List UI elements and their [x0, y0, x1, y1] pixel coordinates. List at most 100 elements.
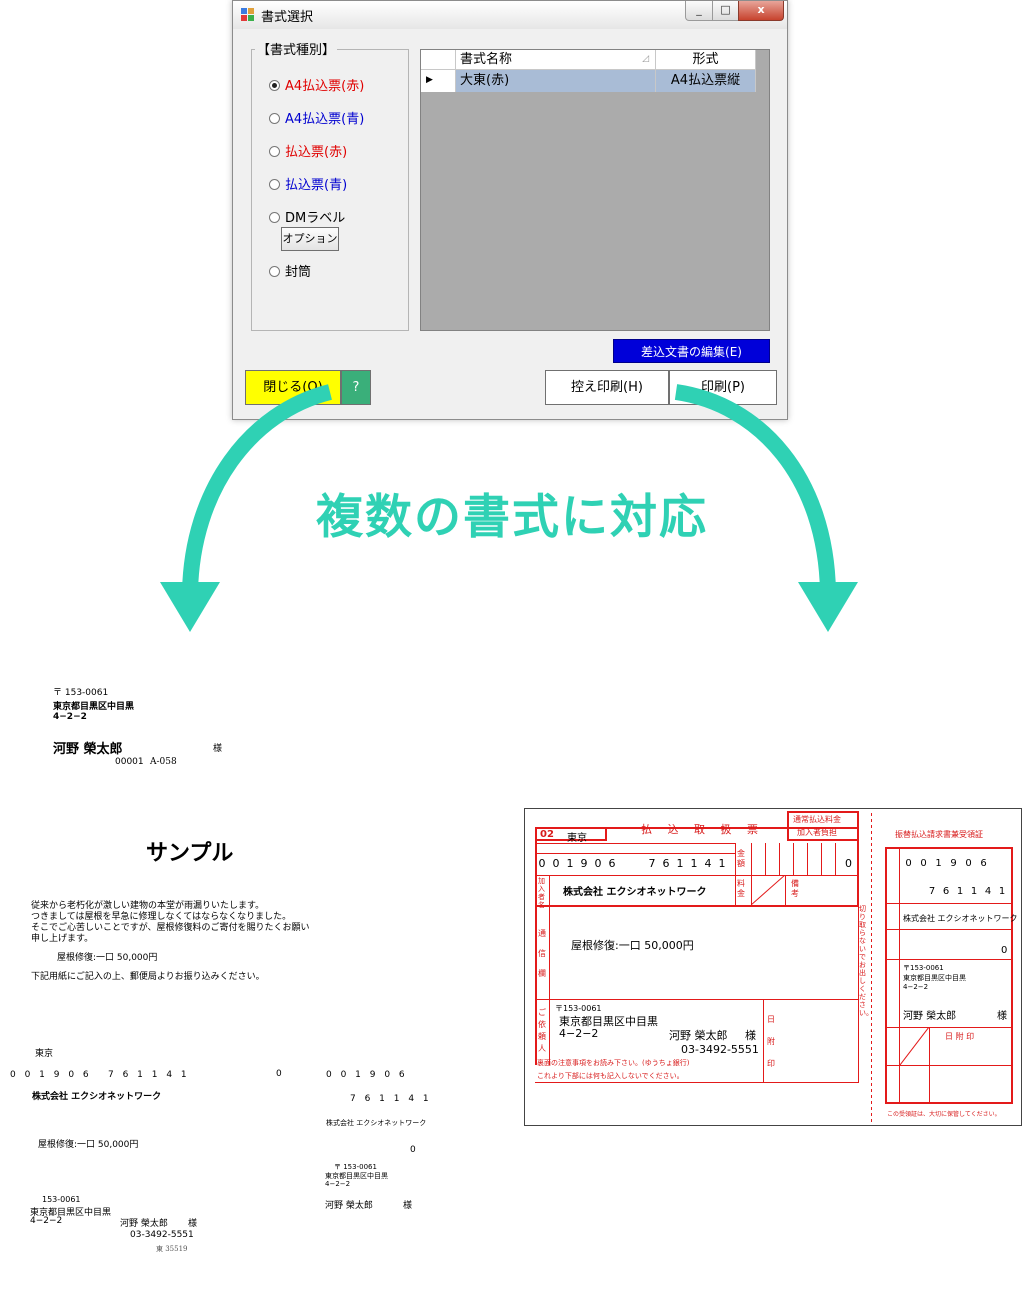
banner-text: 複数の書式に対応: [316, 490, 708, 545]
letter-address1: 東京都目黒区中目黒: [53, 702, 135, 712]
slip-note1: 裏面の注意事項をお読み下さい。(ゆうちょ銀行): [537, 1059, 690, 1067]
maximize-button[interactable]: □: [712, 1, 739, 21]
edit-merge-doc-button[interactable]: 差込文書の編集(E): [613, 339, 770, 363]
letter-r-company: 株式会社 エクシオネットワーク: [326, 1119, 427, 1127]
receipt-title: 振替払込請求書兼受領証: [895, 830, 983, 839]
receipt-postal: 〒153-0061: [903, 964, 944, 972]
slip-place: 東京: [567, 833, 587, 844]
letter-postal-b: 153-0061: [42, 1195, 81, 1204]
slip-address1: 東京都目黒区中目黒: [559, 1015, 658, 1028]
letter-r-honorific: 様: [403, 1201, 413, 1211]
radio-label: 払込票(赤): [285, 145, 348, 160]
letter-account1: 0 0 1 9 0 6: [10, 1070, 92, 1080]
grid-header-label: 書式名称: [460, 52, 513, 67]
letter-r-name: 河野 榮太郎: [325, 1201, 373, 1211]
format-type-group-label: 【書式種別】: [255, 39, 338, 58]
slip-number: 02: [540, 829, 554, 840]
grid-header-name[interactable]: 書式名称 ◿: [456, 50, 656, 70]
letter-postal: 〒 153-0061: [53, 688, 109, 698]
receipt-address2: 4−2−2: [903, 983, 929, 991]
receipt-fee-slash-icon: [900, 1027, 929, 1065]
radio-label: 封筒: [285, 265, 312, 280]
slip-label-kingaku: 金額: [737, 849, 745, 868]
radio-blue[interactable]: 払込票(青): [269, 174, 347, 193]
letter-slip-place: 東京: [35, 1049, 54, 1059]
slip-label-irainin: ご依頼人: [538, 1008, 546, 1053]
radio-dot[interactable]: [269, 179, 280, 190]
radio-label: DMラベル: [285, 211, 346, 226]
receipt-address1: 東京都目黒区中目黒: [903, 974, 966, 982]
radio-dot[interactable]: [269, 146, 280, 157]
slip-side-note: 切り取らないでお出しください。: [859, 905, 873, 1017]
close-window-button[interactable]: x: [738, 1, 784, 21]
left-arrow-icon: [182, 384, 333, 593]
receipt-amount: 0: [1001, 945, 1008, 956]
letter-amount: 0: [276, 1069, 282, 1079]
letter-r-postal: 〒 153-0061: [334, 1163, 377, 1171]
slip-phone: 03-3492-5551: [681, 1043, 759, 1056]
letter-company: 株式会社 エクシオネットワーク: [32, 1092, 162, 1102]
radio-dot[interactable]: [269, 212, 280, 223]
title-bar[interactable]: 書式選択 _ □ x: [233, 1, 787, 29]
minimize-button[interactable]: _: [685, 1, 713, 21]
letter-r-address1: 東京都目黒区中目黒: [325, 1172, 388, 1180]
radio-dm-label[interactable]: DMラベル: [269, 207, 345, 226]
receipt-honorific: 様: [997, 1011, 1007, 1022]
slip-postal: 〒153-0061: [555, 1004, 602, 1013]
grid-cell-format[interactable]: A4払込票縦: [656, 70, 756, 92]
slip-label-biko: 備考: [791, 879, 799, 898]
letter-address-b1: 東京都目黒区中目黒: [30, 1208, 112, 1218]
slip-address2: 4−2−2: [559, 1027, 599, 1040]
radio-envelope[interactable]: 封筒: [269, 261, 311, 280]
letter-name: 河野 榮太郎: [53, 742, 123, 757]
letter-instruction: 下記用紙にご記入の上、郵便局よりお振り込みください。: [31, 972, 265, 982]
grid-cell-name[interactable]: 大東(赤): [456, 70, 656, 92]
copy-print-button[interactable]: 控え印刷(H): [545, 370, 669, 405]
slip-fee-note2: 加入者負担: [797, 828, 837, 837]
slip-purpose: 屋根修復:一口 50,000円: [571, 939, 694, 952]
radio-dot[interactable]: [269, 80, 280, 91]
slip-label-ryokin: 料金: [737, 879, 745, 898]
grid-header-format[interactable]: 形式: [656, 50, 756, 70]
radio-dot[interactable]: [269, 266, 280, 277]
radio-red[interactable]: 払込票(赤): [269, 141, 347, 160]
letter-body-1: 従来から老朽化が激しい建物の本堂が雨漏りいたします。: [31, 901, 265, 911]
sample-title: サンプル: [146, 841, 234, 866]
letter-sample: 〒 153-0061 東京都目黒区中目黒 4−2−2 河野 榮太郎 様 0000…: [0, 680, 440, 1280]
letter-account2: 7 6 1 1 4 1: [108, 1070, 190, 1080]
radio-a4-blue[interactable]: A4払込票(青): [269, 108, 364, 127]
help-button[interactable]: ?: [341, 370, 371, 405]
slip-name: 河野 榮太郎: [669, 1029, 728, 1042]
app-icon: [241, 8, 255, 22]
radio-label: A4払込票(青): [285, 112, 365, 127]
letter-body-2: つきましては屋根を早急に修理しなくてはならなくなりました。: [31, 912, 292, 922]
letter-body-4: 申し上げます。: [31, 934, 94, 944]
letter-code2: A-058: [150, 757, 177, 767]
radio-label: A4払込票(赤): [285, 79, 365, 94]
radio-dot[interactable]: [269, 113, 280, 124]
letter-footer: 東 35519: [156, 1245, 188, 1253]
letter-address2: 4−2−2: [53, 712, 87, 722]
radio-a4-red[interactable]: A4払込票(赤): [269, 75, 364, 94]
right-arrowhead-icon: [798, 582, 858, 632]
row-pointer-icon[interactable]: ▶: [421, 70, 456, 92]
receipt-stamp: 日 附 印: [945, 1032, 975, 1041]
letter-body-3: そこでご心苦しいことですが、屋根修復料のご寄付を賜りたくお願い: [31, 923, 310, 933]
receipt-company: 株式会社 エクシオネットワーク: [903, 914, 1018, 923]
format-grid[interactable]: 書式名称 ◿ 形式 ▶ 大東(赤) A4払込票縦: [420, 49, 770, 331]
receipt-footer: この受領証は、大切に保管してください。: [887, 1111, 1001, 1118]
slip-company: 株式会社 エクシオネットワーク: [563, 887, 707, 898]
letter-phone-b: 03-3492-5551: [130, 1230, 194, 1240]
letter-purpose: 屋根修復:一口 50,000円: [38, 1140, 139, 1150]
slip-label-tsushin: 通信欄: [538, 929, 546, 978]
slip-label-kanyusha: 加入者名: [538, 877, 545, 909]
slip-note2: これより下部には何も記入しないでください。: [537, 1072, 684, 1080]
letter-honorific: 様: [213, 744, 223, 754]
letter-r-address2: 4−2−2: [325, 1180, 351, 1188]
fee-slash-icon: [751, 875, 785, 905]
slip-title: 払 込 取 扱 票: [641, 823, 764, 836]
option-button[interactable]: オプション: [281, 227, 339, 251]
